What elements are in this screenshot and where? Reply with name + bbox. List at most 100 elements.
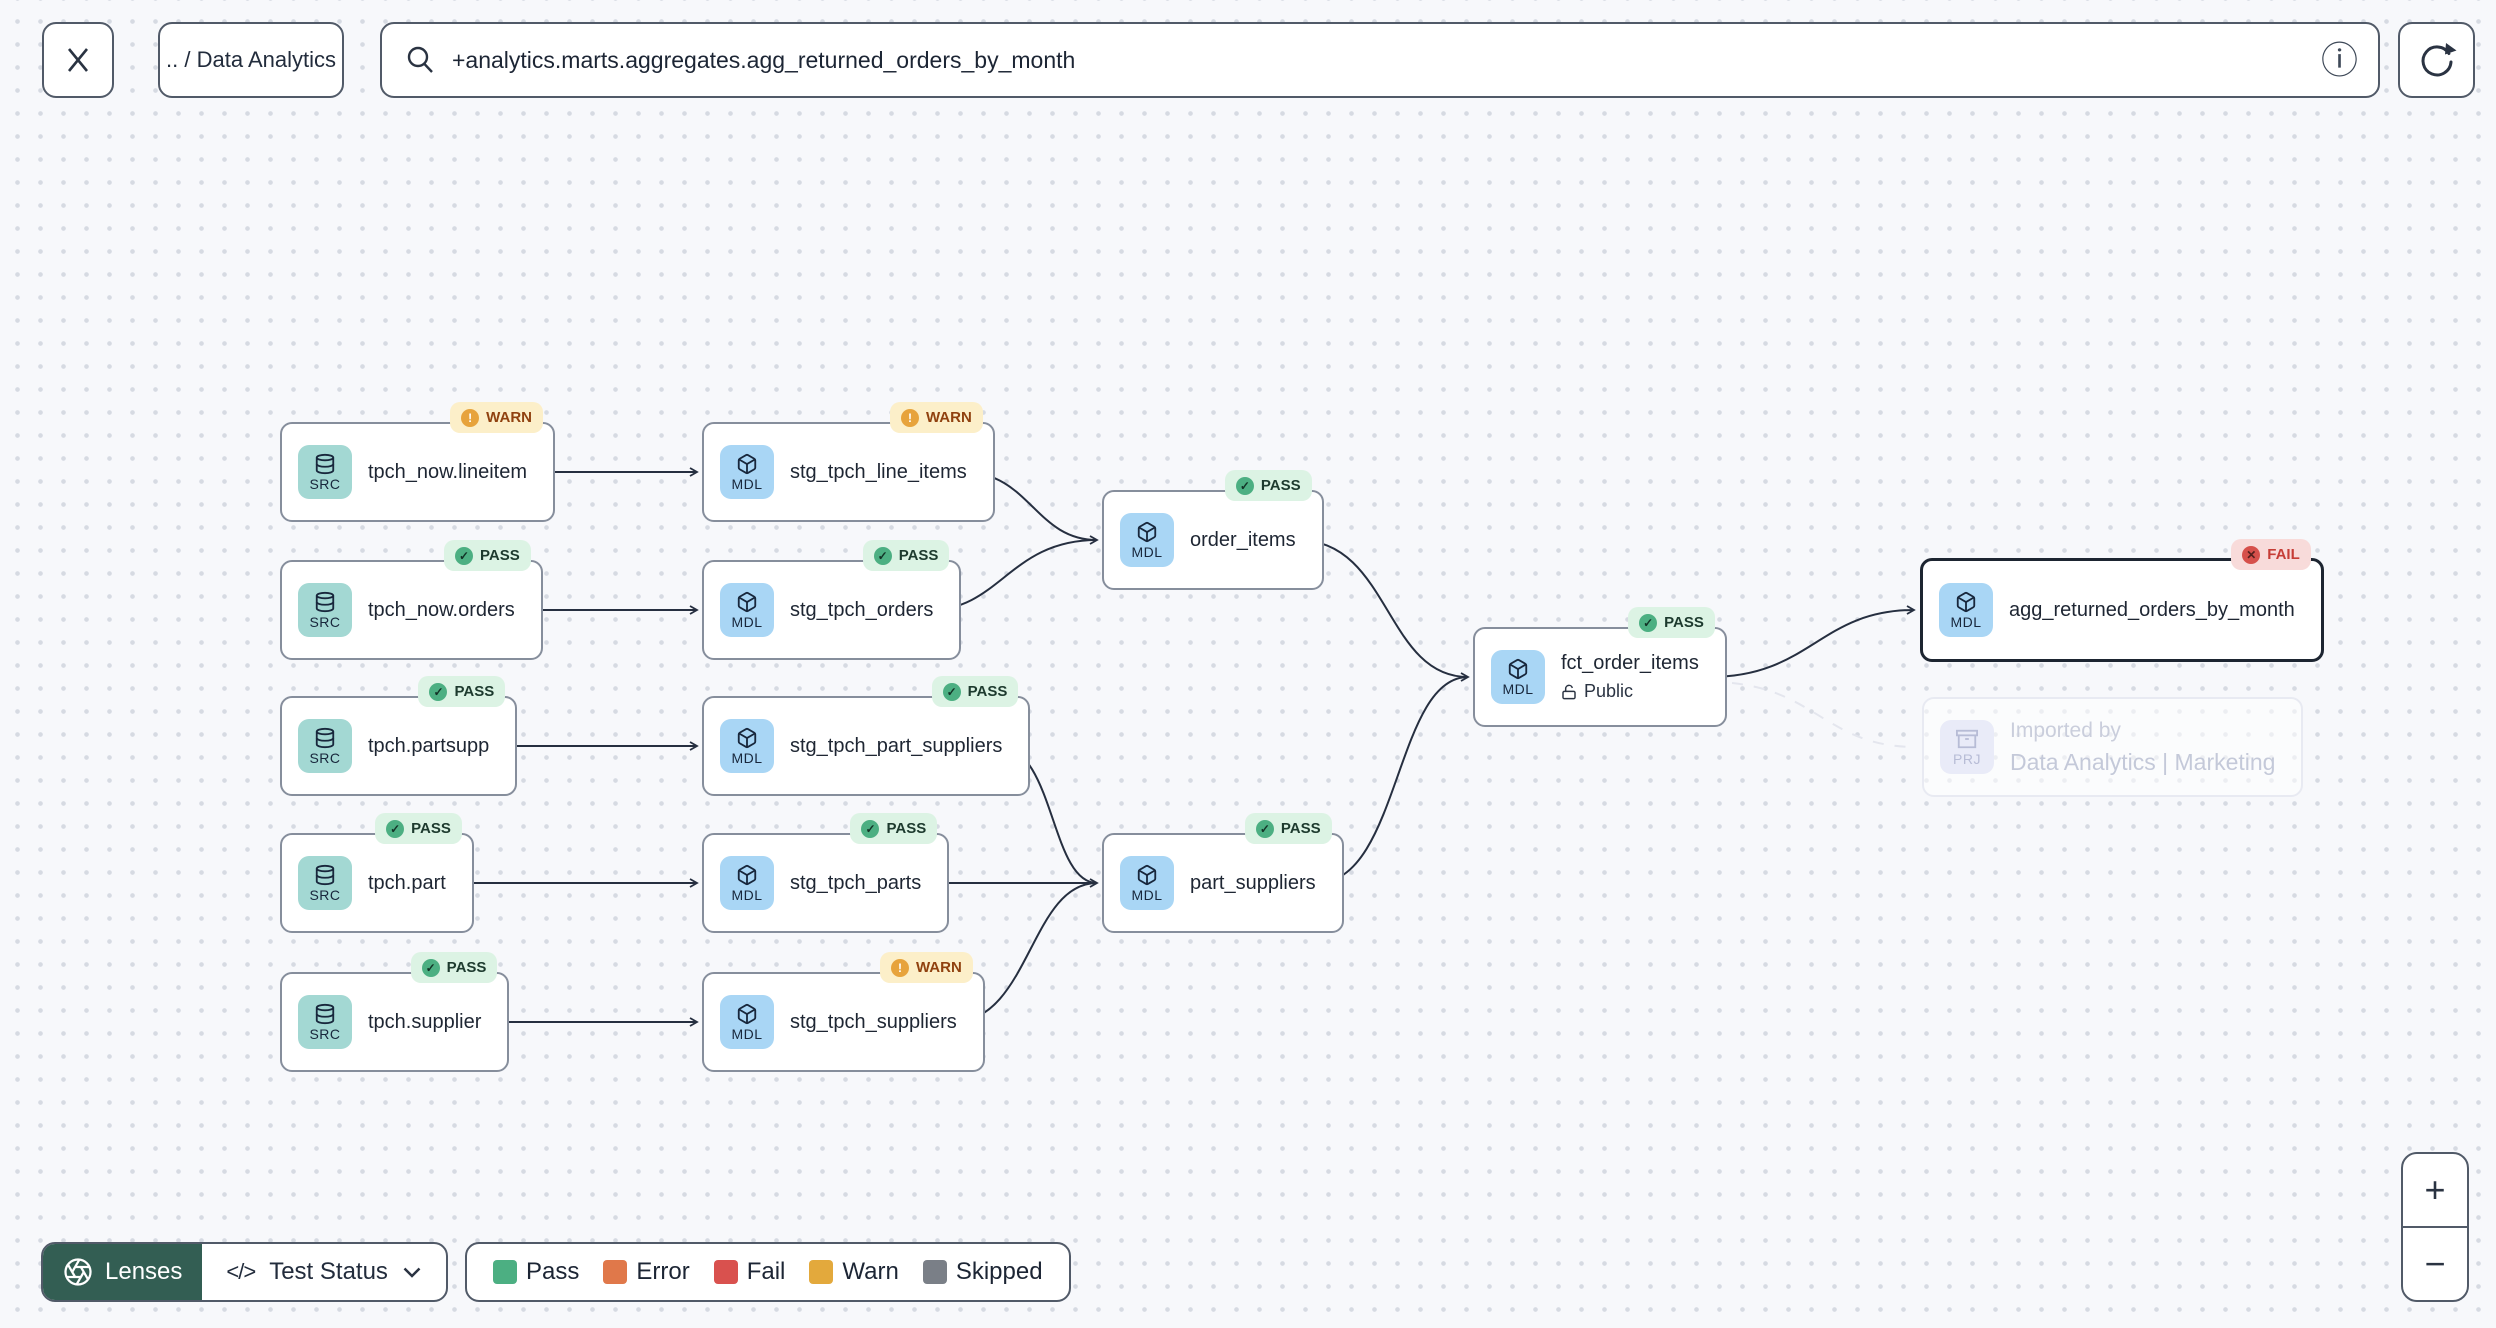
node-label: order_items [1190,528,1296,551]
model-type-badge: MDL [720,995,774,1049]
zoom-in-button[interactable]: + [2403,1154,2467,1228]
graph-node-tpch-now-orders[interactable]: SRC tpch_now.orders ✓ PASS [280,540,543,660]
status-label: WARN [925,409,972,426]
status-badge: ✓ PASS [862,540,950,571]
graph-node-stg-tpch-line-items[interactable]: MDL stg_tpch_line_items ! WARN [702,402,995,522]
lenses-label: Lenses [105,1258,183,1285]
search-bar[interactable]: ⓘ [380,22,2380,98]
close-button[interactable] [42,22,114,98]
node-type-label: SRC [309,613,341,630]
chevron-down-icon [403,1267,421,1278]
source-type-badge: SRC [298,995,352,1049]
legend-item-warn: Warn [809,1258,899,1286]
cube-icon [1137,864,1157,885]
status-badge: ✓ PASS [931,676,1019,707]
model-type-badge: MDL [720,583,774,637]
breadcrumb[interactable]: .. / Data Analytics [158,22,344,98]
status-badge: ✕ FAIL [2231,539,2311,570]
database-icon [315,453,335,474]
graph-node-tpch-partsupp[interactable]: SRC tpch.partsupp ✓ PASS [280,676,518,796]
graph-node-tpch-supplier[interactable]: SRC tpch.supplier ✓ PASS [280,952,510,1072]
database-icon [315,727,335,748]
lens-selected-label: Test Status [269,1258,388,1285]
refresh-button[interactable] [2398,22,2475,98]
graph-node-stg-tpch-suppliers[interactable]: MDL stg_tpch_suppliers ! WARN [702,952,985,1072]
node-type-label: MDL [731,886,763,903]
node-type-label: SRC [309,1025,341,1042]
graph-node-tpch-part[interactable]: SRC tpch.part ✓ PASS [280,813,474,933]
legend-label: Error [636,1258,690,1285]
close-icon [67,48,89,72]
source-type-badge: SRC [298,583,352,637]
check-icon: ✓ [1255,819,1274,838]
cube-icon [1137,521,1157,542]
graph-node-part-suppliers[interactable]: MDL part_suppliers ✓ PASS [1102,813,1344,933]
check-icon: ✓ [942,682,961,701]
check-icon: ✓ [1235,476,1254,495]
node-type-label: MDL [731,1025,763,1042]
status-badge: ! WARN [879,952,973,983]
graph-node-stg-tpch-orders[interactable]: MDL stg_tpch_orders ✓ PASS [702,540,962,660]
node-label: tpch_now.orders [368,598,515,621]
status-label: PASS [446,959,487,976]
legend-item-pass: Pass [493,1258,579,1286]
node-type-label: MDL [731,475,763,492]
fail-icon: ✕ [2242,545,2261,564]
status-badge: ✓ PASS [1224,470,1312,501]
unlock-icon [1562,684,1576,699]
model-type-badge: MDL [720,445,774,499]
search-input[interactable] [450,45,2307,75]
status-label: WARN [486,409,532,426]
graph-node-imported-by-project[interactable]: PRJ Imported by Data Analytics | Marketi… [1922,697,2304,797]
legend-item-error: Error [603,1258,690,1286]
graph-node-stg-tpch-parts[interactable]: MDL stg_tpch_parts ✓ PASS [702,813,950,933]
pass-swatch [493,1260,517,1284]
check-icon: ✓ [421,958,440,977]
check-icon: ✓ [873,546,892,565]
zoom-out-button[interactable]: − [2424,1243,2446,1284]
legend-label: Fail [746,1258,786,1285]
source-type-badge: SRC [298,719,352,773]
database-icon [315,864,335,885]
check-icon: ✓ [386,819,405,838]
warn-icon: ! [461,408,480,427]
node-type-label: MDL [731,613,763,630]
info-icon[interactable]: ⓘ [2321,39,2358,81]
model-type-badge: MDL [720,856,774,910]
status-badge: ✓ PASS [850,813,938,844]
graph-node-tpch-now-lineitem[interactable]: SRC tpch_now.lineitem ! WARN [280,402,555,522]
status-badge: ! WARN [450,402,543,433]
model-type-badge: MDL [720,719,774,773]
graph-node-agg-returned-orders-by-month[interactable]: MDL agg_returned_orders_by_month ✕ FAIL [1920,539,2324,662]
status-label: PASS [1260,477,1301,494]
node-type-label: MDL [1131,886,1163,903]
model-type-badge: MDL [1491,650,1545,704]
model-type-badge: MDL [1120,856,1174,910]
zoom-controls: + − [2401,1152,2469,1302]
graph-node-fct-order-items[interactable]: MDL fct_order_items Public ✓ PASS [1473,607,1727,727]
lenses-button[interactable]: Lenses [43,1244,203,1300]
error-swatch [603,1260,628,1284]
graph-node-order-items[interactable]: MDL order_items ✓ PASS [1102,470,1324,590]
imported-by-title: Imported by [2010,718,2121,742]
node-label: tpch.partsupp [368,734,490,757]
cube-icon [737,1003,757,1024]
lens-selector[interactable]: </> Test Status [202,1244,446,1300]
status-badge: ✓ PASS [1244,813,1332,844]
check-icon: ✓ [455,546,474,565]
legend-item-skipped: Skipped [922,1258,1043,1286]
status-badge: ✓ PASS [410,952,498,983]
node-label: stg_tpch_parts [790,871,922,894]
imported-by-project-label: Data Analytics | Marketing [2010,748,2276,775]
legend-item-fail: Fail [713,1258,786,1286]
status-label: PASS [967,683,1008,700]
graph-node-stg-tpch-part-suppliers[interactable]: MDL stg_tpch_part_suppliers ✓ PASS [702,676,1031,796]
source-type-badge: SRC [298,445,352,499]
node-type-label: SRC [309,749,341,766]
status-badge: ✓ PASS [444,540,531,571]
node-type-label: PRJ [1953,750,1981,767]
node-label: part_suppliers [1190,871,1316,894]
node-label: stg_tpch_orders [790,598,934,621]
status-label: PASS [411,820,451,837]
skipped-swatch [922,1260,947,1284]
